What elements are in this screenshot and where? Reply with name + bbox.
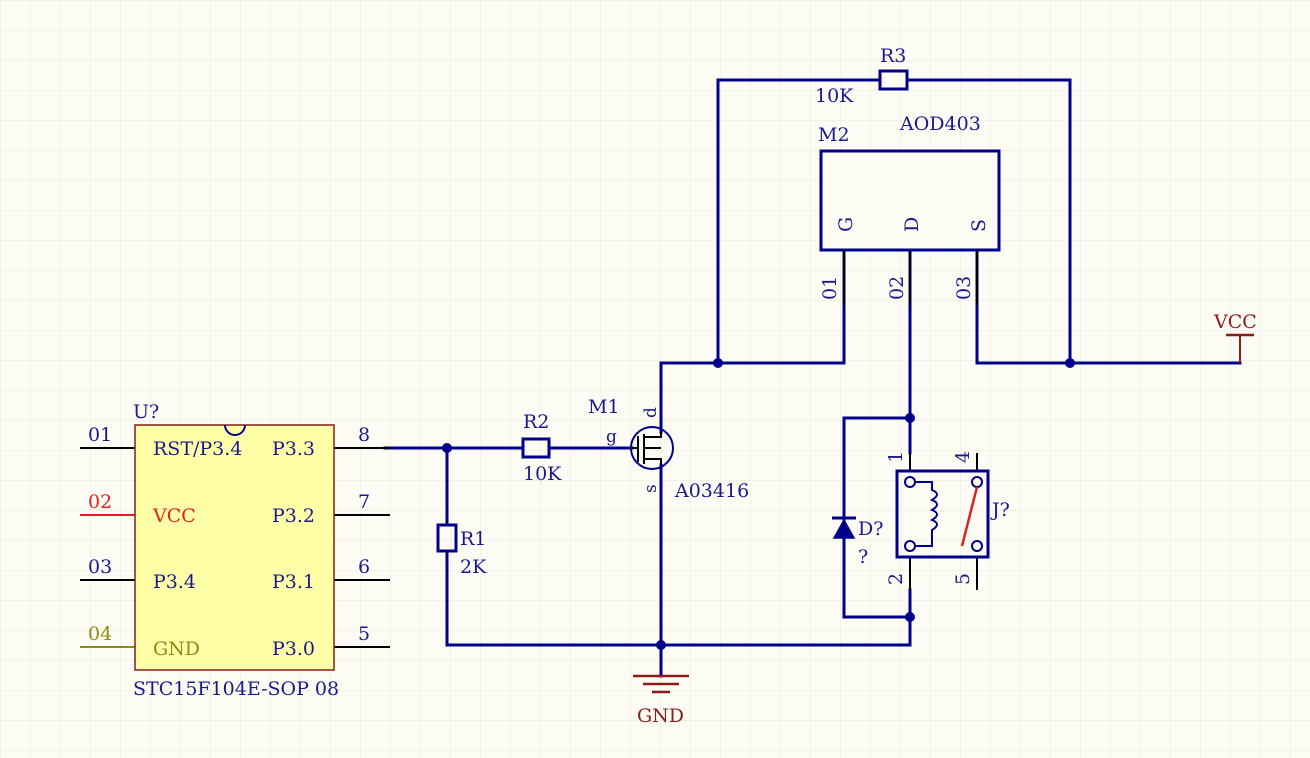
u1-pin4-name: GND [153, 638, 200, 660]
m1-designator: M1 [588, 396, 620, 418]
j1-designator: J? [990, 499, 1010, 521]
r1-designator: R1 [460, 528, 486, 550]
m2-pin1-number: 01 [819, 276, 841, 300]
m2-pin-g-name: G [835, 217, 857, 232]
r3-value: 10K [815, 85, 854, 107]
j1-switch-arm [960, 486, 979, 547]
junction-dot [442, 443, 452, 453]
u1-pin8-name: P3.3 [272, 438, 315, 460]
u1-pin6-number: 6 [358, 556, 370, 578]
m1-body-circle[interactable] [630, 426, 674, 470]
j1-pin2-label: 2 [885, 573, 907, 585]
junction-dot [905, 612, 915, 622]
junctions [442, 358, 1075, 650]
wire-m1-drain[interactable] [659, 248, 846, 434]
r2-designator: R2 [523, 411, 549, 433]
u1-pin6-name: P3.1 [272, 571, 315, 593]
d1-triangle[interactable] [832, 518, 856, 539]
j1-relay[interactable]: J? 1 2 4 5 [885, 451, 1010, 590]
u1-part-name: STC15F104E-SOP 08 [133, 678, 339, 700]
u1-pin2-number: 02 [88, 491, 112, 513]
j1-coil [915, 481, 938, 547]
m2-body[interactable] [819, 149, 1001, 252]
d1-value: ? [858, 546, 868, 568]
m1-part-name: A03416 [674, 480, 749, 502]
junction-dot [1065, 358, 1075, 368]
gnd-port-label: GND [637, 705, 684, 727]
u1-pin2-name: VCC [152, 505, 196, 527]
u1-pin7-name: P3.2 [272, 505, 315, 527]
r2-resistor[interactable]: R2 10K [521, 411, 562, 485]
u1-pin5-number: 5 [358, 623, 370, 645]
r3-designator: R3 [880, 45, 906, 67]
m1-pin-s: s [641, 484, 661, 493]
u1-pin4-number: 04 [88, 623, 112, 645]
u1-body[interactable] [134, 424, 335, 671]
j1-pin5-label: 5 [952, 573, 974, 585]
m1-pin-d: d [641, 407, 661, 418]
gnd-power-port[interactable]: GND [633, 674, 689, 727]
vcc-power-port[interactable]: VCC [1213, 311, 1257, 363]
u1-pin8-number: 8 [358, 424, 370, 446]
d1-diode[interactable]: D? ? [832, 516, 883, 568]
wire-r3-left[interactable] [716, 78, 882, 365]
d1-designator: D? [858, 518, 883, 540]
junction-dot [656, 640, 666, 650]
j1-pin1-label: 1 [885, 451, 907, 463]
r1-body[interactable] [436, 523, 458, 553]
m2-designator: M2 [818, 124, 850, 146]
j1-body[interactable] [895, 469, 990, 559]
m2-part-name: AOD403 [899, 113, 981, 135]
junction-dot [905, 413, 915, 423]
m2-pin-d-name: D [901, 217, 923, 232]
wire-r3-right[interactable] [905, 78, 1072, 365]
r2-value: 10K [523, 463, 562, 485]
u1-pin3-number: 03 [88, 556, 112, 578]
u1-designator: U? [133, 401, 159, 423]
m2-pin3-number: 03 [953, 276, 975, 300]
u1-pin1-name: RST/P3.4 [153, 438, 242, 460]
u1-pin1-number: 01 [88, 424, 112, 446]
m2-pin2-number: 02 [886, 276, 908, 300]
m1-mosfet[interactable]: M1 d g s A03416 [588, 396, 749, 502]
u1-chip[interactable]: U? STC15F104E-SOP 08 01 02 03 04 RST/P3.… [80, 401, 390, 700]
u1-notch [224, 424, 246, 436]
r3-resistor[interactable]: R3 10K [815, 45, 909, 107]
r1-resistor[interactable]: R1 2K [436, 523, 487, 578]
r1-value: 2K [460, 556, 487, 578]
j1-pin4-label: 4 [952, 451, 974, 463]
m1-pin-g: g [606, 427, 617, 447]
r3-body[interactable] [878, 69, 909, 91]
r2-body[interactable] [521, 437, 551, 459]
m2-mosfet[interactable]: M2 AOD403 G D S 01 02 03 [818, 113, 1001, 305]
m2-pin-s-name: S [968, 219, 990, 232]
j1-contact [971, 540, 983, 552]
u1-pin5-name: P3.0 [272, 638, 315, 660]
u1-pin3-name: P3.4 [153, 571, 196, 593]
vcc-port-label: VCC [1213, 311, 1257, 333]
m1-terminals [644, 432, 662, 465]
junction-dot [713, 358, 723, 368]
u1-pin7-number: 7 [358, 491, 370, 513]
